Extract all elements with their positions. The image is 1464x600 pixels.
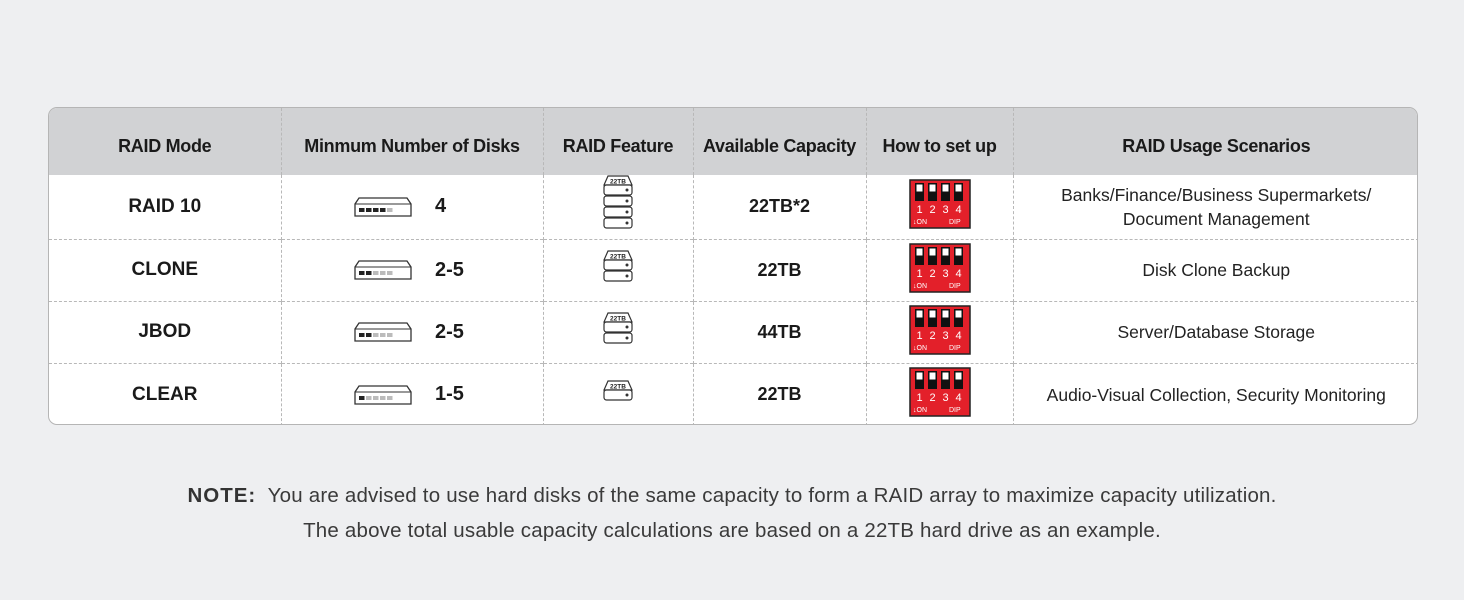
svg-text:↓ON: ↓ON [913, 407, 927, 414]
svg-text:22TB: 22TB [610, 315, 626, 322]
svg-text:3: 3 [942, 392, 948, 404]
raid-mode-cell: RAID 10 [49, 175, 282, 239]
usage-scenario-cell: Banks/Finance/Business Supermarkets/Docu… [1013, 175, 1417, 239]
note-label: NOTE: [187, 484, 257, 507]
raid-table: RAID Mode Minmum Number of Disks RAID Fe… [49, 108, 1417, 424]
usage-scenario-cell: Server/Database Storage [1013, 300, 1417, 363]
min-disks-cell: 4 [281, 175, 544, 239]
note-line-1: NOTE: You are advised to use hard disks … [0, 478, 1464, 513]
svg-text:DIP: DIP [949, 283, 961, 290]
note-line-2: The above total usable capacity calculat… [303, 519, 1161, 542]
drive-enclosure-1-bay-icon [354, 385, 412, 405]
min-disks-cell: 2-5 [281, 300, 544, 363]
svg-text:4: 4 [955, 268, 961, 280]
drive-enclosure-2-bay-icon [354, 260, 412, 280]
drive-enclosure-2-bay-icon [354, 322, 412, 342]
scenario-line: Banks/Finance/Business Supermarkets/ [1061, 184, 1372, 205]
svg-text:1: 1 [916, 204, 922, 216]
svg-text:4: 4 [955, 204, 961, 216]
svg-text:3: 3 [942, 204, 948, 216]
raid-mode-cell: CLONE [49, 238, 282, 301]
capacity-cell: 22TB*2 [693, 175, 867, 239]
svg-text:22TB: 22TB [610, 253, 626, 260]
svg-text:DIP: DIP [949, 407, 961, 414]
svg-text:1: 1 [916, 392, 922, 404]
raid-mode-cell: CLEAR [49, 362, 282, 424]
header-available-capacity: Available Capacity [693, 108, 867, 175]
header-raid-mode: RAID Mode [49, 108, 282, 175]
disk-stack-4-icon: 22TB [603, 175, 633, 229]
scenario-line: Server/Database Storage [1117, 322, 1315, 342]
capacity-cell: 22TB [693, 238, 867, 301]
note-text: NOTE: You are advised to use hard disks … [0, 478, 1464, 548]
header-usage-scenarios: RAID Usage Scenarios [1122, 136, 1311, 156]
raid-feature-cell: 22TB [543, 362, 694, 424]
disk-stack-2-icon: 22TB [603, 249, 633, 282]
scenario-line: Document Management [1122, 208, 1310, 229]
svg-text:DIP: DIP [949, 345, 961, 352]
svg-text:2: 2 [929, 392, 935, 404]
capacity-cell: 22TB [693, 362, 867, 424]
min-disks-cell: 1-5 [281, 362, 544, 424]
svg-text:↓ON: ↓ON [913, 219, 927, 226]
svg-text:3: 3 [942, 268, 948, 280]
drive-enclosure-4-bay-icon [354, 197, 412, 217]
raid-mode-cell: JBOD [49, 300, 282, 363]
svg-text:1: 1 [916, 330, 922, 342]
svg-text:↓ON: ↓ON [913, 345, 927, 352]
svg-text:4: 4 [955, 330, 961, 342]
raid-feature-cell: 22TB [543, 300, 694, 363]
disk-count: 2-5 [435, 320, 464, 343]
disk-count: 2-5 [435, 258, 464, 281]
raid-feature-cell: 22TB [543, 175, 694, 239]
svg-text:2: 2 [929, 204, 935, 216]
capacity-cell: 44TB [693, 300, 867, 363]
min-disks-cell: 2-5 [281, 238, 544, 301]
svg-text:3: 3 [942, 330, 948, 342]
svg-text:2: 2 [929, 330, 935, 342]
scenario-line: Disk Clone Backup [1142, 260, 1291, 280]
svg-text:DIP: DIP [949, 219, 961, 226]
disk-single-icon: 22TB [603, 380, 633, 401]
disk-count: 1-5 [435, 383, 464, 406]
usage-scenario-cell: Audio-Visual Collection, Security Monito… [1013, 362, 1417, 424]
raid-mode-table: RAID Mode Minmum Number of Disks RAID Fe… [48, 107, 1418, 425]
raid-feature-cell: 22TB [543, 238, 694, 301]
header-raid-feature: RAID Feature [543, 108, 694, 175]
header-how-to-set-up: How to set up [866, 108, 1014, 175]
note-line-1-text: You are advised to use hard disks of the… [267, 484, 1277, 507]
svg-text:2: 2 [929, 268, 935, 280]
table-header-row: RAID Mode Minmum Number of Disks RAID Fe… [49, 108, 1417, 175]
header-min-disks: Minmum Number of Disks [281, 108, 544, 175]
svg-text:22TB: 22TB [610, 383, 626, 390]
scenario-line: Audio-Visual Collection, Security Monito… [1046, 384, 1386, 405]
svg-text:↓ON: ↓ON [913, 283, 927, 290]
svg-text:22TB: 22TB [610, 179, 626, 186]
usage-scenario-cell: Disk Clone Backup [1013, 238, 1417, 301]
disk-stack-2-icon: 22TB [603, 311, 633, 344]
svg-text:4: 4 [955, 392, 961, 404]
disk-count: 4 [435, 195, 447, 218]
svg-text:1: 1 [916, 268, 922, 280]
